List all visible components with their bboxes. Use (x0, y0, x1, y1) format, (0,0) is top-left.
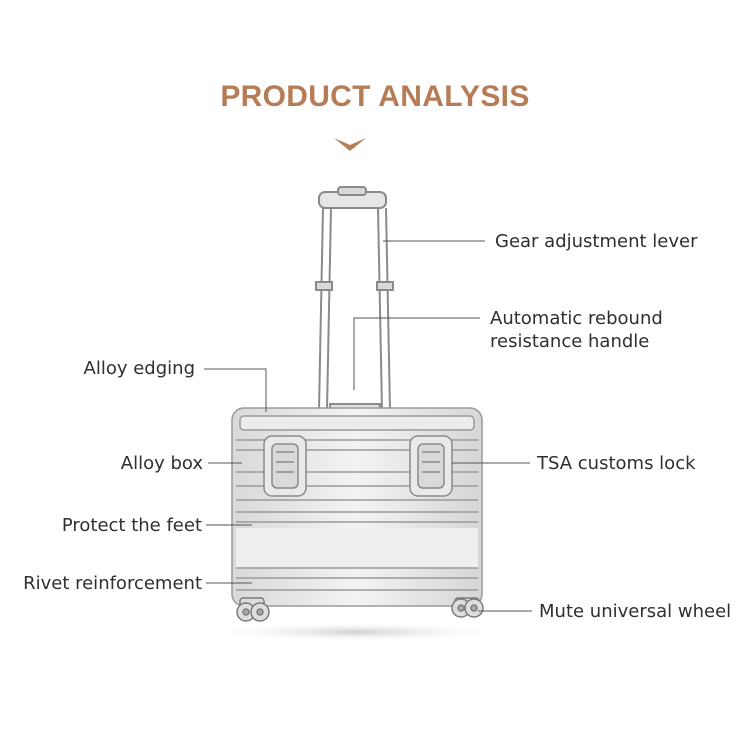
leader-lines (204, 240, 532, 612)
right-lock (409, 435, 453, 497)
label-tsa-customs-lock: TSA customs lock (537, 453, 696, 474)
label-rivet-reinforcement: Rivet reinforcement (23, 573, 202, 594)
telescopic-handle (315, 186, 394, 413)
label-gear-adjustment-lever: Gear adjustment lever (495, 231, 698, 252)
label-alloy-box: Alloy box (120, 453, 203, 474)
label-automatic-rebound-line2: resistance handle (490, 331, 650, 352)
floor-shadow (207, 622, 507, 642)
page-title: PRODUCT ANALYSIS (220, 80, 530, 113)
leader-alloy-edging (204, 368, 267, 412)
label-alloy-edging: Alloy edging (83, 358, 195, 379)
label-mute-universal-wheel: Mute universal wheel (539, 601, 732, 622)
chevron-down-icon (334, 138, 366, 151)
wheels (236, 597, 484, 622)
left-lock (263, 435, 307, 497)
label-protect-the-feet: Protect the feet (61, 515, 202, 536)
label-automatic-rebound-line1: Automatic rebound (490, 308, 663, 329)
leader-automatic-rebound (353, 317, 480, 390)
